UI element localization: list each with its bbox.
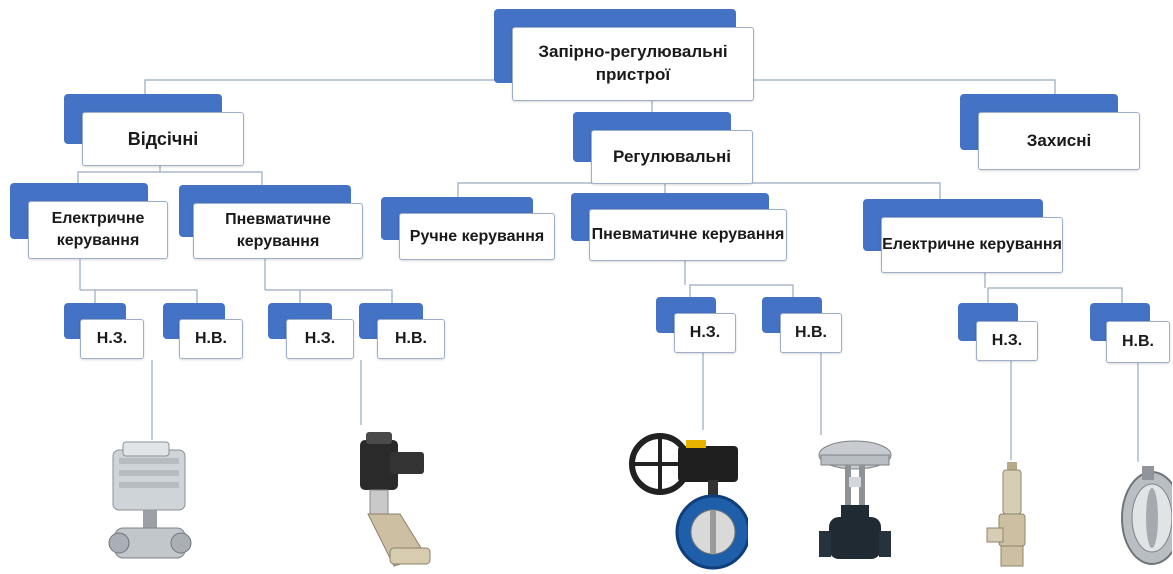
safety-relief-valve-image bbox=[986, 462, 1026, 567]
no-label: Н.В. bbox=[395, 330, 427, 348]
butterfly-disc-valve-image bbox=[1121, 466, 1172, 565]
shutoff-electric-nc: Н.З. bbox=[64, 303, 144, 359]
electric-actuator-ball-valve-image bbox=[108, 441, 192, 559]
nc-label: Н.З. bbox=[96, 330, 128, 348]
pneumatic-control-valve-image bbox=[818, 440, 892, 559]
no-label: Н.В. bbox=[795, 324, 827, 342]
reg-electric-nc: Н.З. bbox=[958, 303, 1038, 361]
shutoff-label: Відсічні bbox=[127, 128, 199, 149]
no-label: Н.В. bbox=[195, 330, 227, 348]
pneumatic-angle-seat-valve-image bbox=[360, 432, 431, 567]
no-label: Н.В. bbox=[1122, 333, 1154, 351]
nc-label: Н.З. bbox=[991, 332, 1023, 350]
shutoff-pneumatic-nc: Н.З. bbox=[268, 303, 354, 359]
regulating-node: Регулювальні bbox=[573, 112, 753, 184]
reg-pneumatic-nc: Н.З. bbox=[656, 297, 736, 353]
reg-pneumatic-node: Пневматичне керування bbox=[571, 193, 787, 261]
reg-pneumatic-no: Н.В. bbox=[762, 297, 842, 353]
butterfly-valve-with-handwheel-image bbox=[629, 433, 748, 570]
root-label: Запірно-регулювальні пристрої bbox=[538, 42, 728, 84]
protective-label: Захисні bbox=[1026, 130, 1092, 150]
nc-label: Н.З. bbox=[304, 330, 336, 348]
shutoff-pneumatic-node: Пневматичне керування bbox=[179, 185, 363, 259]
reg-pneumatic-label: Пневматичне керування bbox=[591, 226, 785, 244]
shutoff-pneumatic-no: Н.В. bbox=[359, 303, 445, 359]
shutoff-pneumatic-label: Пневматичне керування bbox=[225, 211, 331, 250]
reg-manual-label: Ручне керування bbox=[409, 227, 545, 245]
shutoff-electric-label: Електричне керування bbox=[51, 210, 145, 249]
shutoff-node: Відсічні bbox=[64, 94, 244, 166]
protective-node: Захисні bbox=[960, 94, 1140, 172]
reg-electric-no: Н.В. bbox=[1090, 303, 1170, 363]
shutoff-electric-no: Н.В. bbox=[163, 303, 243, 359]
reg-electric-label: Електричне керування bbox=[882, 236, 1062, 254]
regulating-label: Регулювальні bbox=[613, 146, 731, 166]
root-node: Запірно-регулювальні пристрої bbox=[494, 9, 756, 103]
shutoff-electric-node: Електричне керування bbox=[10, 183, 168, 259]
reg-manual-node: Ручне керування bbox=[381, 197, 555, 260]
reg-electric-node: Електричне керування bbox=[863, 199, 1063, 273]
nc-label: Н.З. bbox=[689, 324, 721, 342]
